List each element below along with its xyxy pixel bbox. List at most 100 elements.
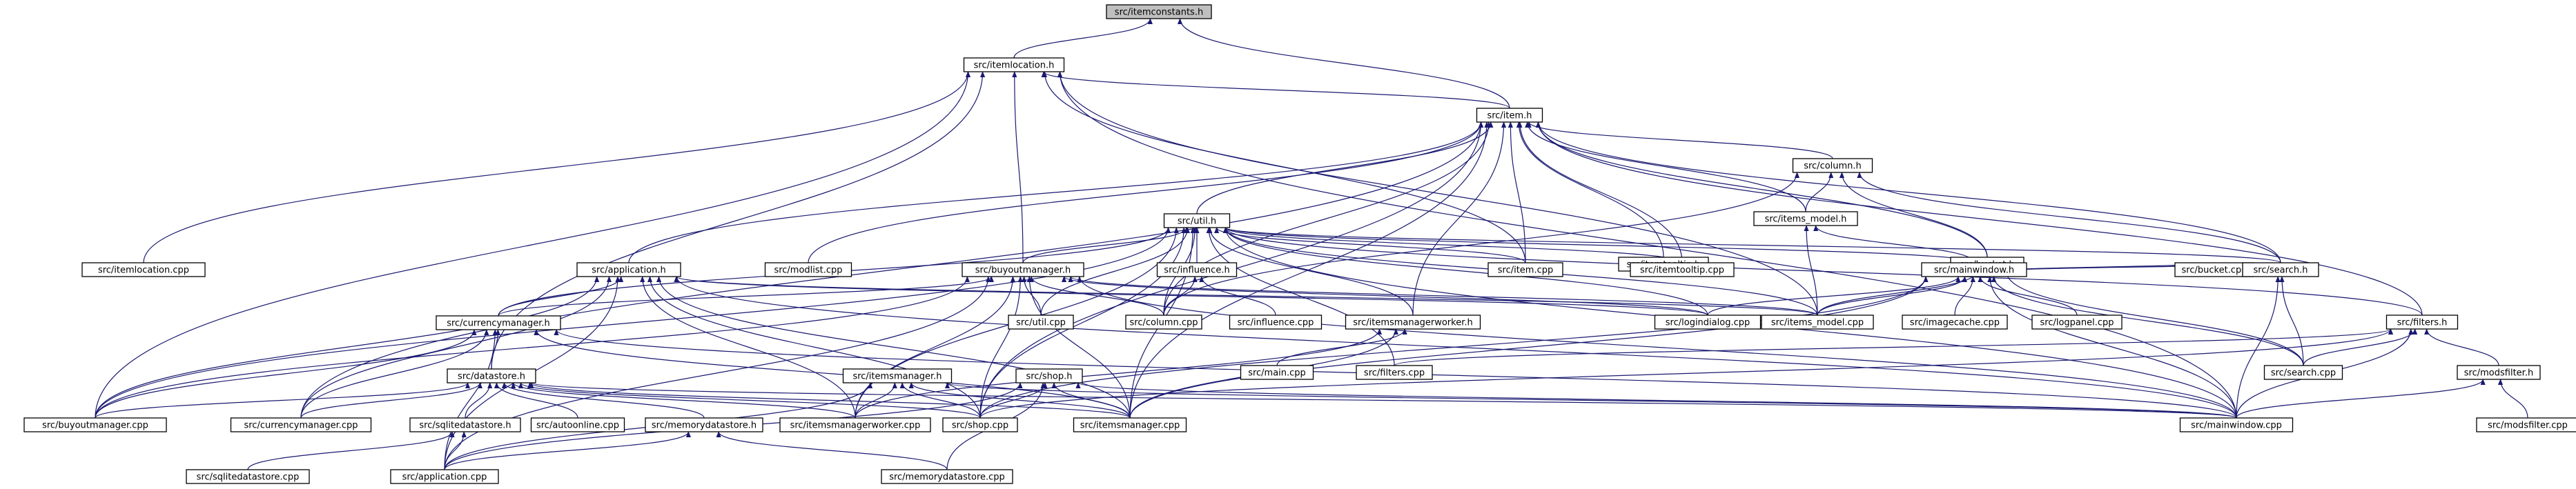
node-memorydatastore-cpp[interactable]: src/memorydatastore.cpp [881,469,1013,484]
node-util-h[interactable]: src/util.h [1163,213,1231,228]
node-itemtooltip-cpp[interactable]: src/itemtooltip.cpp [1630,262,1735,277]
node-box [23,417,167,432]
node-box [1356,365,1433,380]
edge-itemsmanager_cpp-to-datastore_h [527,382,1131,419]
node-filters-cpp[interactable]: src/filters.cpp [1356,365,1433,380]
node-label: src/util.cpp [1016,318,1066,328]
node-label: src/items_model.h [1765,214,1847,225]
edge-filters_h-to-item_h [1535,121,2423,316]
edge-itemtooltip_cpp-to-util_h [1223,227,1683,263]
node-label: src/column.cpp [1130,318,1198,328]
node-modlist-cpp[interactable]: src/modlist.cpp [764,262,852,277]
edge-item_cpp-to-util_h [1214,227,1526,263]
node-column-cpp[interactable]: src/column.cpp [1125,315,1202,330]
edge-mainwindow_h-to-util_h [1223,227,1975,263]
edge-shop_cpp-to-datastore_h [518,382,981,419]
node-itemconstants-h[interactable]: src/itemconstants.h [1106,4,1212,19]
node-box [942,417,1018,432]
edge-buyoutmanager_cpp-to-itemlocation_h [95,71,971,419]
edge-currencymanager_cpp-to-application_h [300,276,612,419]
node-modsfilter-h[interactable]: src/modsfilter.h [2457,365,2541,380]
node-itemlocation-cpp[interactable]: src/itemlocation.cpp [81,262,206,277]
node-label: src/search.h [2254,266,2308,276]
edge-column_cpp-to-buyoutmanager_h [1028,276,1164,316]
edge-column_h-to-item_h [1526,121,1833,159]
node-label: src/influence.h [1164,266,1229,276]
node-memorydatastore-h[interactable]: src/memorydatastore.h [645,417,763,432]
node-label: src/shop.h [1026,372,1073,382]
node-item-h[interactable]: src/item.h [1476,108,1543,123]
edge-logindialog_cpp-to-buyoutmanager_h [1062,276,1708,316]
node-items-model-cpp[interactable]: src/items_model.cpp [1761,315,1874,330]
node-box [2242,262,2319,277]
edge-sqlitedatastore_cpp-to-sqlitedatastore_h [247,431,455,470]
node-search-cpp[interactable]: src/search.cpp [2263,365,2343,380]
node-imagecache-cpp[interactable]: src/imagecache.cpp [1902,315,2008,330]
node-application-h[interactable]: src/application.h [576,262,681,277]
node-bucket-cpp[interactable]: src/bucket.cpp [2174,262,2254,277]
node-sqlitedatastore-h[interactable]: src/sqlitedatastore.h [409,417,521,432]
edge-itemsmanagerworker_h-to-util_h [1207,227,1414,316]
node-influence-h[interactable]: src/influence.h [1156,262,1238,277]
edge-autoonline_cpp-to-datastore_h [494,382,578,419]
node-logpanel-cpp[interactable]: src/logpanel.cpp [2031,315,2123,330]
node-itemsmanagerworker-cpp[interactable]: src/itemsmanagerworker.cpp [779,417,931,432]
node-influence-cpp[interactable]: src/influence.cpp [1229,315,1323,330]
edge-items_model_cpp-to-items_model_h [1804,225,1818,316]
edge-filters_cpp-to-filters_h [1394,328,2393,366]
node-util-cpp[interactable]: src/util.cpp [1008,315,1074,330]
node-mainwindow-cpp[interactable]: src/mainwindow.cpp [2179,417,2294,432]
node-label: src/buyoutmanager.h [975,266,1071,276]
node-currencymanager-h[interactable]: src/currencymanager.h [436,315,561,330]
node-itemsmanagerworker-h[interactable]: src/itemsmanagerworker.h [1345,315,1481,330]
edge-column_cpp-to-column_h [1163,172,1800,316]
node-box [1229,315,1323,330]
edge-util_h-to-item_h [1196,121,1494,214]
edge-datastore_h-to-currencymanager_h [491,329,500,370]
node-box [1240,365,1314,380]
edge-buyoutmanager_cpp-to-buyoutmanager_h [95,276,970,419]
edge-application_cpp-to-sqlitedatastore_h [444,431,467,470]
node-autoonline-cpp[interactable]: src/autoonline.cpp [530,417,625,432]
node-itemsmanager-h[interactable]: src/itemsmanager.h [842,368,953,383]
node-itemsmanager-cpp[interactable]: src/itemsmanager.cpp [1073,417,1187,432]
node-main-cpp[interactable]: src/main.cpp [1240,365,1314,380]
edge-itemsmanagerworker_cpp-to-itemsmanager_h [855,382,897,419]
edge-itemsmanager_cpp-to-buyoutmanager_h [1026,276,1131,419]
node-logindialog-cpp[interactable]: src/logindialog.cpp [1654,315,1762,330]
node-label: src/datastore.h [458,372,525,382]
node-itemlocation-h[interactable]: src/itemlocation.h [963,57,1065,72]
node-filters-h[interactable]: src/filters.h [2385,315,2459,330]
node-mainwindow-h[interactable]: src/mainwindow.h [1921,262,2027,277]
node-sqlitedatastore-cpp[interactable]: src/sqlitedatastore.cpp [186,469,310,484]
node-box [962,262,1084,277]
node-datastore-h[interactable]: src/datastore.h [447,368,536,383]
node-items-model-h[interactable]: src/items_model.h [1753,211,1858,226]
node-box [842,368,953,383]
node-column-h[interactable]: src/column.h [1792,158,1873,173]
edge-items_model_cpp-to-bucket_h [1817,270,1980,316]
node-item-cpp[interactable]: src/item.cpp [1487,262,1563,277]
node-modsfilter-cpp[interactable]: src/modsfilter.cpp [2476,417,2576,432]
node-box [963,57,1065,72]
edge-search_cpp-to-bucket_h [2003,270,2304,366]
node-buyoutmanager-h[interactable]: src/buyoutmanager.h [962,262,1084,277]
node-currencymanager-cpp[interactable]: src/currencymanager.cpp [230,417,372,432]
node-box [1487,262,1563,277]
node-buyoutmanager-cpp[interactable]: src/buyoutmanager.cpp [23,417,167,432]
node-label: src/util.h [1178,217,1216,227]
edge-currencymanager_cpp-to-datastore_h [300,382,482,419]
node-shop-cpp[interactable]: src/shop.cpp [942,417,1018,432]
node-label: src/currencymanager.cpp [244,421,358,431]
node-shop-h[interactable]: src/shop.h [1015,368,1083,383]
node-box [2263,365,2343,380]
edge-search_cpp-to-search_h [2279,276,2304,366]
edge-mainwindow_cpp-to-buyoutmanager_h [1077,276,2237,419]
edge-currencymanager_cpp-to-item_h [300,121,1484,419]
node-label: src/modlist.cpp [774,266,842,276]
node-label: src/buyoutmanager.cpp [42,421,148,431]
node-search-h[interactable]: src/search.h [2242,262,2319,277]
edge-util_cpp-to-util_h [1040,227,1191,316]
node-application-cpp[interactable]: src/application.cpp [390,469,499,484]
node-label: src/itemsmanagerworker.cpp [790,421,921,431]
